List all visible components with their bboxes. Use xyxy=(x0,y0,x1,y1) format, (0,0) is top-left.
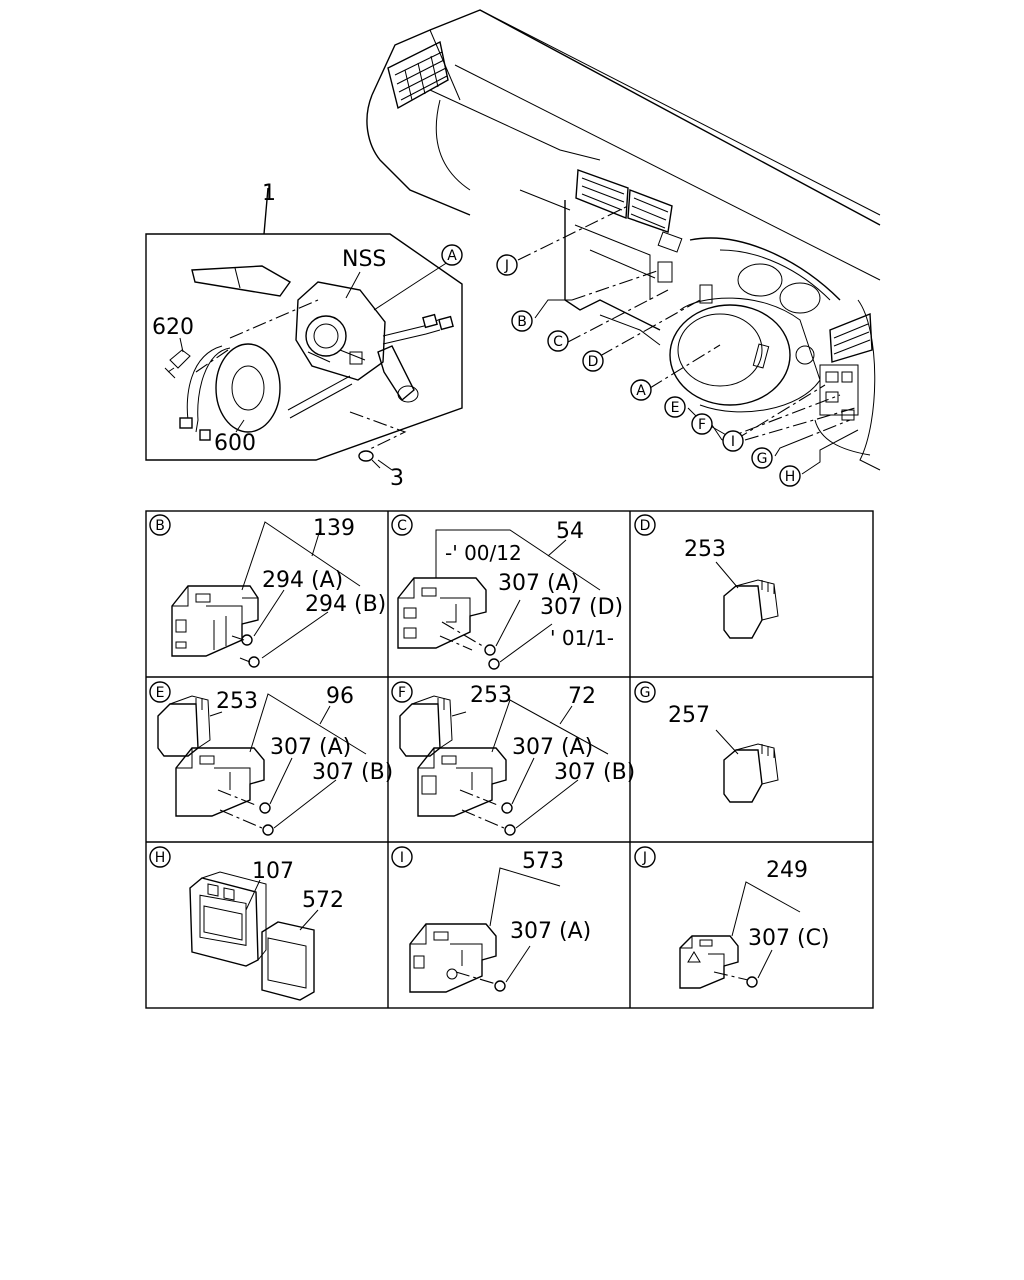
svg-text:F: F xyxy=(698,417,706,433)
clock-spring-drawing xyxy=(179,343,281,441)
panel-H-label-0: 107 xyxy=(252,859,294,884)
svg-text:F: F xyxy=(398,685,406,701)
svg-text:D: D xyxy=(588,354,599,370)
panel-G-label-0: 257 xyxy=(668,703,710,728)
panel-I-label-1: 307 (A) xyxy=(510,919,591,944)
callout-nss: NSS xyxy=(342,247,386,272)
svg-text:C: C xyxy=(397,518,407,534)
panel-C-letter: C xyxy=(391,514,413,536)
circled-callout-D: D xyxy=(582,350,604,372)
svg-text:J: J xyxy=(642,850,647,866)
panel-F: F 253 72 307 (A) 307 (B) xyxy=(391,681,635,836)
panel-C-label-1: -' 00/12 xyxy=(445,541,522,565)
svg-text:G: G xyxy=(757,451,768,467)
circled-callout-H: H xyxy=(779,465,801,487)
circled-callout-F: F xyxy=(691,413,713,435)
panel-F-label-2: 307 (A) xyxy=(512,735,593,760)
callout-3: 3 xyxy=(390,466,404,491)
panel-C-label-2: 307 (A) xyxy=(498,571,579,596)
panel-E-label-3: 307 (B) xyxy=(312,760,393,785)
panel-C: C 54 -' 00/12 307 (A) 307 (D) ' 01/1- xyxy=(391,514,623,670)
svg-text:B: B xyxy=(517,314,527,330)
panel-E-label-0: 253 xyxy=(216,689,258,714)
svg-text:A: A xyxy=(447,248,457,264)
panel-B-label-1: 294 (A) xyxy=(262,568,343,593)
svg-text:E: E xyxy=(156,685,165,701)
svg-text:H: H xyxy=(155,850,166,866)
panel-H: H 107 572 xyxy=(149,846,344,1001)
panel-D-label-0: 253 xyxy=(684,537,726,562)
panel-E-letter: E xyxy=(149,681,171,703)
svg-text:B: B xyxy=(155,518,165,534)
circled-callout-C: C xyxy=(547,330,569,352)
callout-600: 600 xyxy=(214,431,256,456)
svg-text:I: I xyxy=(731,434,735,450)
center-vent-drawing xyxy=(575,169,673,233)
circled-callout-E: E xyxy=(664,396,686,418)
panel-F-label-3: 307 (B) xyxy=(554,760,635,785)
panel-E: E 253 96 307 (A) 307 (B) xyxy=(149,681,393,836)
panel-C-label-4: ' 01/1- xyxy=(550,626,614,650)
panel-C-label-0: 54 xyxy=(556,519,584,544)
callout-620: 620 xyxy=(152,315,194,340)
circled-callout-I: I xyxy=(722,430,744,452)
circled-callout-G: G xyxy=(751,447,773,469)
panel-F-label-1: 72 xyxy=(568,684,596,709)
panel-G: G 257 xyxy=(634,681,779,803)
panel-E-label-2: 307 (A) xyxy=(270,735,351,760)
panel-D-letter: D xyxy=(634,514,656,536)
panel-G-letter: G xyxy=(634,681,656,703)
panel-I-letter: I xyxy=(391,846,413,868)
panel-J-label-0: 249 xyxy=(766,858,808,883)
left-vent-drawing xyxy=(387,40,449,110)
svg-text:I: I xyxy=(400,850,404,866)
switch-detail-grid xyxy=(145,510,874,1009)
svg-text:D: D xyxy=(640,518,651,534)
dashboard-drawing xyxy=(366,9,881,475)
circled-callout-J: J xyxy=(496,254,518,276)
panel-I-label-0: 573 xyxy=(522,849,564,874)
panel-B-label-0: 139 xyxy=(313,516,355,541)
panel-J-letter: J xyxy=(634,846,656,868)
svg-text:C: C xyxy=(553,334,563,350)
svg-text:G: G xyxy=(640,685,651,701)
circled-callout-A: A xyxy=(630,379,652,401)
panel-J-label-1: 307 (C) xyxy=(748,926,830,951)
panel-B-label-2: 294 (B) xyxy=(305,592,386,617)
panel-F-letter: F xyxy=(391,681,413,703)
panel-F-label-0: 253 xyxy=(470,683,512,708)
panel-E-label-1: 96 xyxy=(326,684,354,709)
svg-text:H: H xyxy=(785,469,796,485)
panel-H-label-1: 572 xyxy=(302,888,344,913)
panel-B: B 139 294 (A) 294 (B) xyxy=(149,514,386,668)
panel-I: I 573 307 (A) xyxy=(391,846,591,993)
svg-text:A: A xyxy=(636,383,646,399)
circled-callout-A-top: A xyxy=(441,244,463,266)
panel-B-letter: B xyxy=(149,514,171,536)
steering-wheel-drawing xyxy=(669,297,821,413)
svg-text:E: E xyxy=(671,400,680,416)
panel-H-letter: H xyxy=(149,846,171,868)
callout-1: 1 xyxy=(262,181,276,206)
combination-switch-panel xyxy=(145,187,463,471)
svg-text:J: J xyxy=(504,258,509,274)
circled-callout-B: B xyxy=(511,310,533,332)
panel-C-label-3: 307 (D) xyxy=(540,595,623,620)
panel-J: J 249 307 (C) xyxy=(634,846,830,989)
panel-D: D 253 xyxy=(634,514,779,639)
